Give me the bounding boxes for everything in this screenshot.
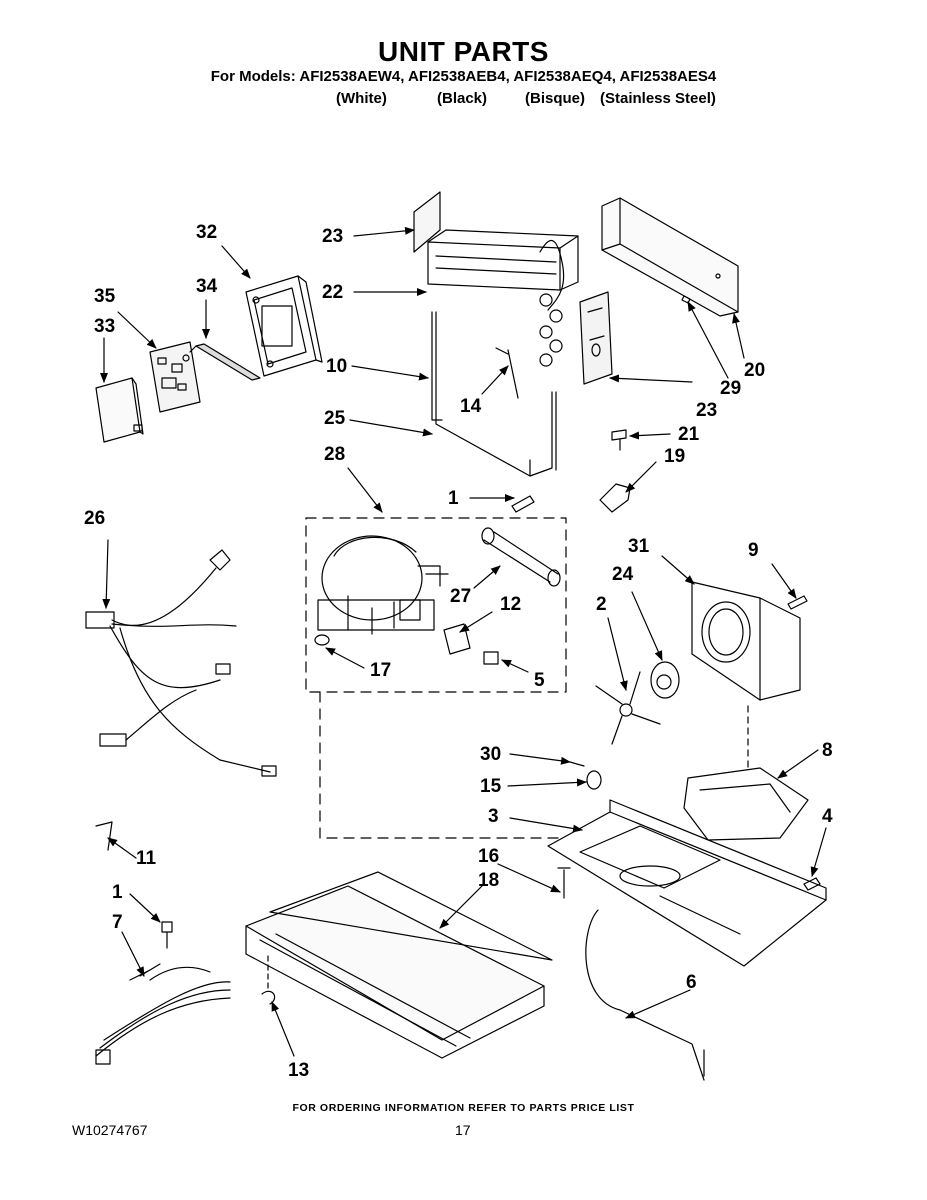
callout-23-top: 23 [322,226,343,247]
callout-10: 10 [326,356,347,377]
leader-lines [100,226,827,1057]
compressor-group [305,517,567,693]
callout-19: 19 [664,446,685,467]
fan-blade-2 [595,671,661,745]
callout-33: 33 [94,316,115,337]
evaporator-bracket-part [579,291,613,385]
screw-16 [557,867,571,899]
mount-bracket-8 [683,767,809,841]
wire-11 [95,821,113,851]
clip-19 [599,483,631,513]
callout-12: 12 [500,594,521,615]
gasket-strip-part [195,343,261,381]
finish-label-bisque: (Bisque) [525,90,585,107]
condenser-part-18 [245,871,553,1059]
screw-9 [787,595,808,610]
callout-30: 30 [480,744,501,765]
callout-22: 22 [322,282,343,303]
document-number: W10274767 [72,1122,148,1138]
callout-31: 31 [628,536,650,557]
callout-18: 18 [478,870,499,891]
compressor-connector-line [319,691,579,839]
callout-32: 32 [196,222,217,243]
fan-motor-24 [650,661,680,699]
callout-5: 5 [534,670,545,691]
callout-labels: 32 35 34 33 23 22 10 25 28 14 23 29 20 2… [84,222,833,1081]
callout-8: 8 [822,740,833,761]
base-pan-3 [547,799,827,967]
callout-9: 9 [748,540,759,561]
evaporator-tubing-part [431,311,557,477]
board-cover-part [95,377,144,443]
callout-25: 25 [324,408,346,429]
relay-12 [443,623,471,655]
callout-17: 17 [370,660,391,681]
callout-1-lower: 1 [112,882,123,903]
callout-1-upper: 1 [448,488,459,509]
callout-34: 34 [196,276,218,297]
callout-11: 11 [136,848,157,869]
screw-21 [611,429,627,451]
top-cover-part [601,197,739,317]
grommet-30 [569,761,585,767]
screw-1-lower [161,921,173,949]
callout-28: 28 [324,444,345,465]
callout-6: 6 [686,972,697,993]
fan-shroud-part [691,581,801,701]
callout-21: 21 [678,424,700,445]
wire-harness-7 [95,963,231,1065]
callout-15: 15 [480,776,502,797]
overload-5 [483,651,499,665]
screw-1-upper [511,495,535,513]
callout-7: 7 [112,912,123,933]
finish-label-white: (White) [336,90,387,107]
page-number: 17 [455,1122,471,1138]
callout-2: 2 [596,594,607,615]
grommet-15 [586,770,602,790]
board-housing-part [245,275,323,377]
drain-tube-6 [585,909,705,1081]
finish-label-black: (Black) [437,90,488,107]
callout-20: 20 [744,360,765,381]
screw-4 [803,877,821,891]
callout-29: 29 [720,378,741,399]
clip-13 [261,990,276,1005]
callout-16: 16 [478,846,499,867]
callout-4: 4 [822,806,833,827]
callout-26: 26 [84,508,105,529]
ordering-note: FOR ORDERING INFORMATION REFER TO PARTS … [292,1102,635,1114]
callout-27: 27 [450,586,471,607]
callout-3: 3 [488,806,499,827]
control-board-part [149,341,201,413]
callout-35: 35 [94,286,116,307]
page-title: UNIT PARTS [378,36,549,67]
drier-part-27 [481,527,561,587]
wire-harness-26 [85,549,277,777]
finish-label-stainless: (Stainless Steel) [600,90,716,107]
model-list: For Models: AFI2538AEW4, AFI2538AEB4, AF… [210,68,717,85]
callout-24: 24 [612,564,634,585]
callout-23-right: 23 [696,400,717,421]
callout-13: 13 [288,1060,309,1081]
heater-clip-14 [495,347,519,399]
callout-14: 14 [460,396,482,417]
evaporator-part [413,191,579,367]
